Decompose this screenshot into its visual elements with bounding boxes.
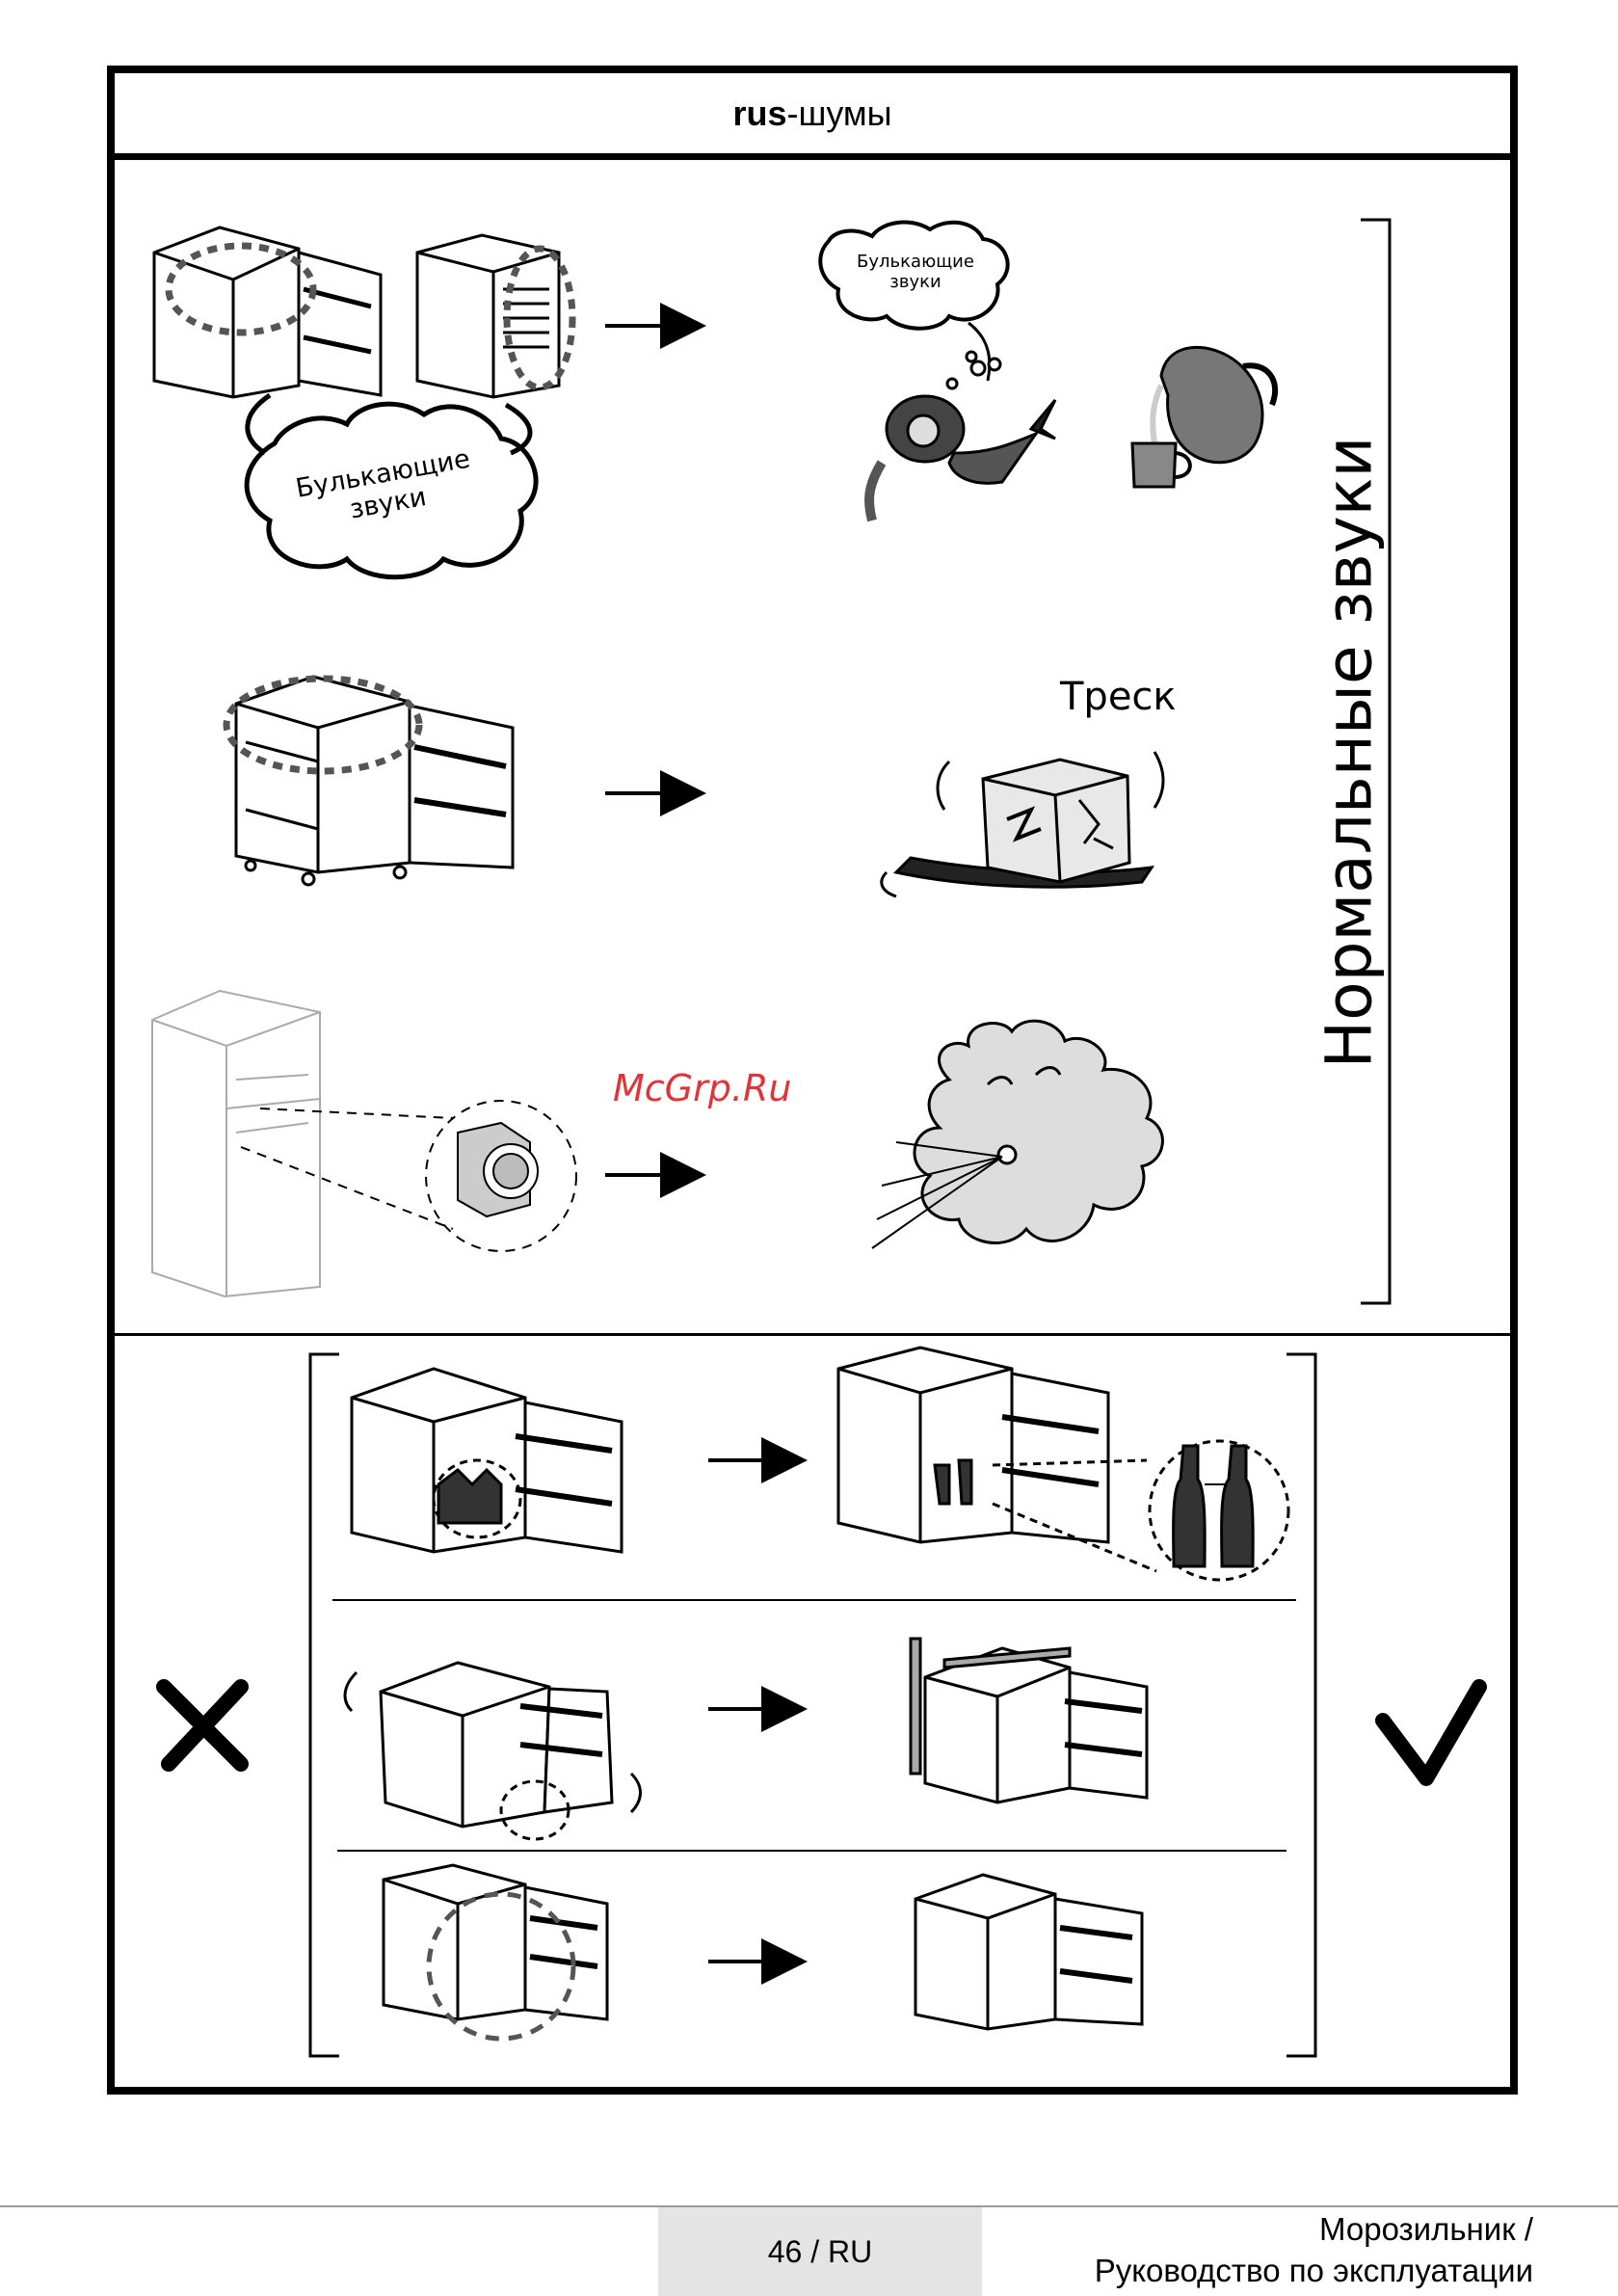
fridge-open-frost-illustration — [226, 677, 513, 885]
doc-title-line2: Руководство по эксплуатации — [1095, 2251, 1533, 2292]
watermark: McGrp.Ru — [613, 1067, 791, 1109]
fridge-door-clear-illustration — [915, 1875, 1142, 2029]
cross-icon — [164, 1687, 241, 1764]
fridge-bottles-spaced-illustration — [838, 1348, 1288, 1580]
gurgle-small-line1: Булькающие — [838, 253, 993, 273]
fridge-door-obstructed-illustration — [384, 1865, 607, 2039]
fridge-tall-illustration — [152, 991, 320, 1296]
fridge-unlevel-illustration — [345, 1663, 640, 1839]
fridge-leveled-illustration — [911, 1639, 1147, 1802]
document-title: Морозильник / Руководство по эксплуатаци… — [1095, 2209, 1533, 2292]
wind-cloud-illustration — [872, 1021, 1162, 1248]
diver-illustration — [869, 352, 1055, 521]
fan-illustration — [458, 1123, 538, 1216]
fridge-back-illustration — [417, 235, 572, 397]
fridge-open-illustration — [154, 227, 381, 397]
right-bracket — [1286, 1354, 1315, 2056]
gurgle-small-line2: звуки — [838, 273, 993, 293]
check-icon — [1383, 1687, 1479, 1778]
ice-cube-illustration — [882, 752, 1163, 896]
page-number: 46 / RU — [658, 2207, 982, 2296]
zoom-lines — [241, 1108, 453, 1229]
gurgle-text-small: Булькающие звуки — [838, 253, 993, 292]
normal-sounds-bracket — [1361, 220, 1390, 1303]
left-bracket — [310, 1354, 339, 2056]
fridge-bottles-touching-illustration — [352, 1369, 622, 1552]
crack-label: Треск — [1060, 675, 1177, 719]
doc-title-line1: Морозильник / — [1095, 2209, 1533, 2251]
jug-pouring-illustration — [1132, 347, 1275, 487]
